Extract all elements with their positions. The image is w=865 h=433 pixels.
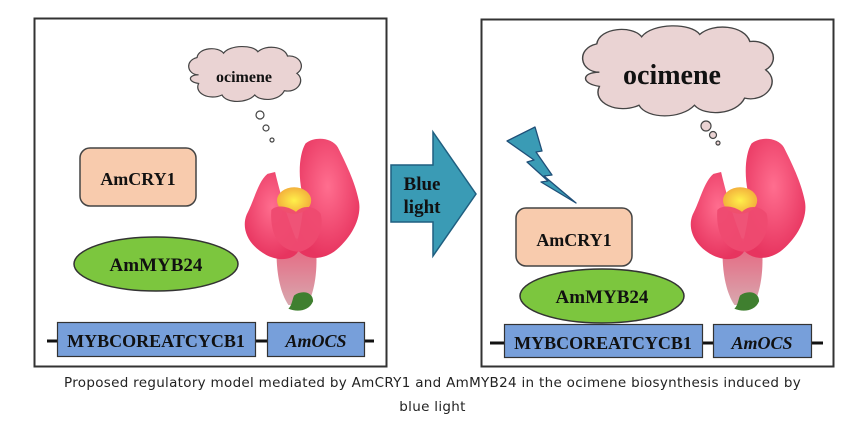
right-ammyb24-ellipse — [519, 268, 685, 324]
right-amcry1-label: AmCRY1 — [536, 230, 611, 250]
thought-bubble-icon — [255, 110, 265, 120]
left-ammyb24-ellipse — [73, 236, 239, 292]
blue-light-arrow: Blue light — [390, 129, 477, 259]
arrow-right-icon — [390, 129, 477, 259]
thought-bubble-icon — [269, 137, 275, 143]
left-panel: ocimene AmCRY1 AmMYB24 MYBCOREATCYCB1 Am… — [33, 17, 388, 368]
left-ammyb24-label: AmMYB24 — [110, 255, 203, 276]
thought-bubble-icon — [700, 120, 712, 132]
left-cloud-text: ocimene — [216, 69, 272, 86]
arrow-label-line1: Blue — [404, 174, 441, 195]
left-amcry1-label: AmCRY1 — [100, 169, 175, 189]
right-promoter-label: MYBCOREATCYCB1 — [514, 333, 692, 353]
right-cloud-text: ocimene — [623, 60, 721, 91]
left-gene-label: AmOCS — [284, 331, 346, 351]
thought-bubble-icon — [708, 130, 718, 140]
thought-bubble-icon — [262, 124, 270, 132]
right-gene-box — [712, 323, 813, 359]
left-promoter-box — [56, 321, 257, 358]
right-gene-label: AmOCS — [730, 333, 792, 353]
thought-bubble-icon — [715, 140, 721, 146]
right-promoter-box — [503, 323, 704, 359]
right-ammyb24-label: AmMYB24 — [556, 287, 649, 308]
right-amcry1-box — [515, 207, 633, 267]
left-gene-box — [266, 321, 366, 358]
arrow-label-line2: light — [404, 197, 442, 218]
lightning-bolt-icon — [506, 126, 577, 204]
right-panel: ocimene AmCRY1 AmMYB24 MYBCOREATCYCB1 Am… — [480, 18, 835, 368]
left-promoter-label: MYBCOREATCYCB1 — [67, 331, 245, 351]
left-amcry1-box — [79, 147, 197, 207]
figure-caption-line1: Proposed regulatory model mediated by Am… — [64, 375, 801, 391]
figure-caption-line2: blue light — [399, 399, 466, 415]
